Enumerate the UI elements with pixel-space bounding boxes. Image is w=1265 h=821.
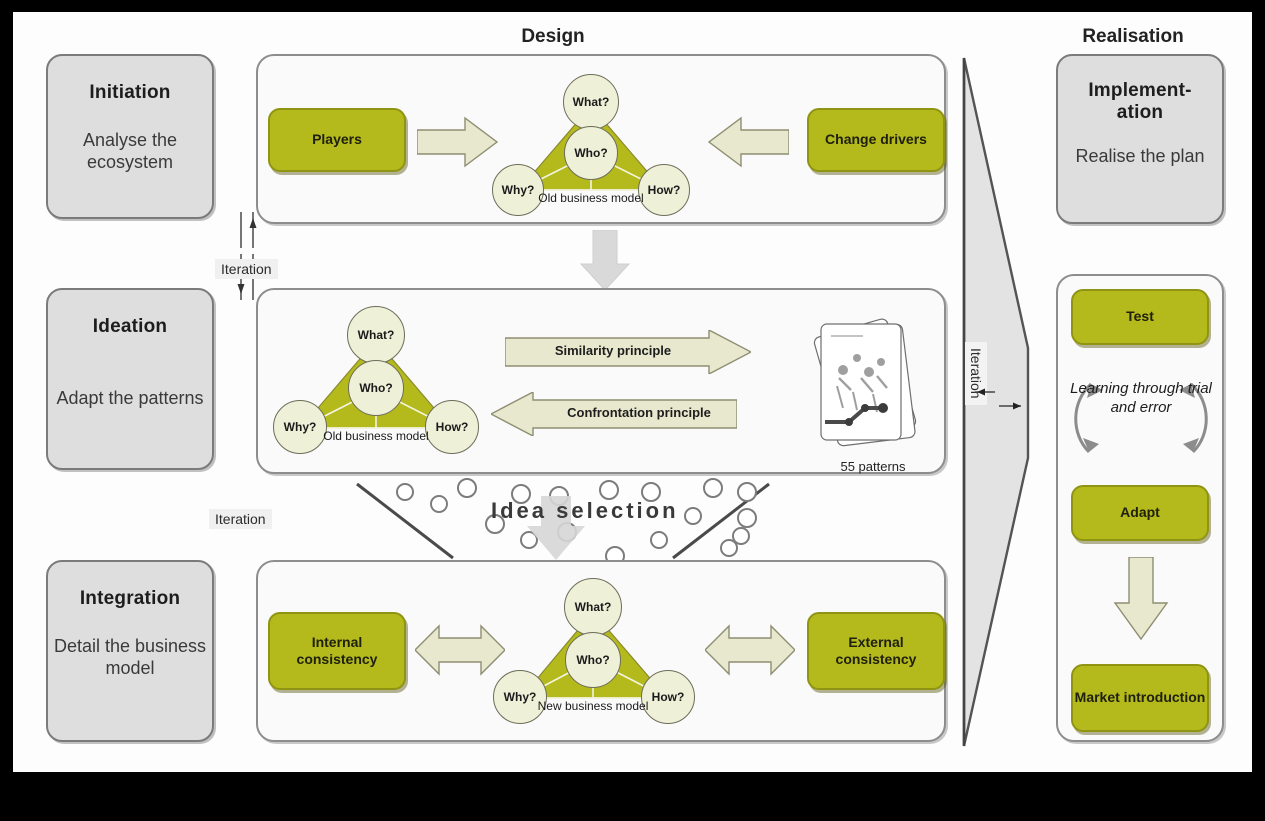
triangle-node-what[interactable]: What? bbox=[564, 578, 622, 636]
olive-box-change-drivers[interactable]: Change drivers bbox=[807, 108, 945, 172]
arrow-internal-bidirectional bbox=[415, 624, 505, 676]
triangle-node-how[interactable]: How? bbox=[425, 400, 479, 454]
triangle-node-how[interactable]: How? bbox=[638, 164, 690, 216]
arrow-down-design-1 bbox=[579, 230, 631, 291]
idea-selection-label: Idea selection bbox=[491, 498, 679, 523]
idea-selection-funnel bbox=[356, 478, 770, 566]
olive-box-external-consistency[interactable]: External consistency bbox=[807, 612, 945, 690]
arrow-players-to-triangle bbox=[417, 116, 499, 168]
column-title-design: Design bbox=[521, 26, 585, 47]
phase-title: Implement- ation bbox=[1088, 80, 1192, 123]
arrow-change-drivers-to-triangle bbox=[707, 116, 789, 168]
triangle-node-what[interactable]: What? bbox=[563, 74, 619, 130]
phase-subtitle: Analyse the ecosystem bbox=[82, 130, 178, 172]
phase-subtitle: Realise the plan bbox=[1075, 146, 1205, 166]
triangle-node-why[interactable]: Why? bbox=[492, 164, 544, 216]
triangle-node-what[interactable]: What? bbox=[347, 306, 405, 364]
magic-triangle-new: What? Who? Why? How? New business model bbox=[491, 572, 696, 738]
arrow-label-similarity: Similarity principle bbox=[554, 343, 672, 358]
patterns-caption: 55 patterns bbox=[840, 459, 906, 474]
triangle-node-who[interactable]: Who? bbox=[564, 126, 618, 180]
olive-box-adapt[interactable]: Adapt bbox=[1071, 485, 1209, 541]
pattern-cards-icon[interactable] bbox=[791, 312, 941, 462]
iteration-arrows-vertical bbox=[975, 388, 1021, 410]
learning-loop-label: Learning through trial and error bbox=[1070, 380, 1212, 416]
iteration-label-vertical: Iteration bbox=[965, 342, 987, 405]
phase-box-implementation[interactable]: Implement- ation Realise the plan bbox=[1056, 54, 1224, 224]
triangle-node-why[interactable]: Why? bbox=[273, 400, 327, 454]
phase-title: Initiation bbox=[89, 82, 171, 103]
phase-title: Integration bbox=[79, 588, 181, 609]
triangle-caption: Old business model bbox=[323, 429, 429, 443]
triangle-caption: Old business model bbox=[538, 191, 644, 205]
olive-box-market-introduction[interactable]: Market introduction bbox=[1071, 664, 1209, 732]
magic-triangle-old-2: What? Who? Why? How? Old business model bbox=[271, 300, 481, 466]
iteration-label-top: Iteration bbox=[215, 259, 278, 279]
triangle-node-who[interactable]: Who? bbox=[565, 632, 621, 688]
phase-box-initiation[interactable]: Initiation Analyse the ecosystem bbox=[46, 54, 214, 219]
phase-box-integration[interactable]: Integration Detail the business model bbox=[46, 560, 214, 742]
iteration-funnel-shape bbox=[962, 57, 1030, 747]
diagram-sheet: Design Realisation Initiation Analyse th… bbox=[13, 12, 1252, 772]
learning-loop-arrows bbox=[1074, 382, 1208, 454]
olive-box-players[interactable]: Players bbox=[268, 108, 406, 172]
phase-subtitle: Adapt the patterns bbox=[56, 388, 204, 408]
column-title-realisation: Realisation bbox=[1082, 26, 1184, 47]
iteration-label-bottom: Iteration bbox=[209, 509, 272, 529]
olive-box-test[interactable]: Test bbox=[1071, 289, 1209, 345]
triangle-caption: New business model bbox=[537, 699, 649, 713]
phase-box-ideation[interactable]: Ideation Adapt the patterns bbox=[46, 288, 214, 470]
triangle-node-who[interactable]: Who? bbox=[348, 360, 404, 416]
iteration-connector-top bbox=[237, 212, 257, 300]
arrow-similarity-principle bbox=[505, 330, 751, 374]
triangle-node-how[interactable]: How? bbox=[641, 670, 695, 724]
arrow-external-bidirectional bbox=[705, 624, 795, 676]
magic-triangle-old-1: What? Who? Why? How? Old business model bbox=[491, 70, 691, 222]
phase-subtitle: Detail the business model bbox=[53, 636, 207, 678]
arrow-down-to-market bbox=[1113, 557, 1169, 641]
arrow-label-confrontation: Confrontation principle bbox=[567, 405, 711, 420]
olive-box-internal-consistency[interactable]: Internal consistency bbox=[268, 612, 406, 690]
arrow-confrontation-principle bbox=[491, 392, 737, 436]
phase-title: Ideation bbox=[92, 316, 168, 337]
triangle-node-why[interactable]: Why? bbox=[493, 670, 547, 724]
